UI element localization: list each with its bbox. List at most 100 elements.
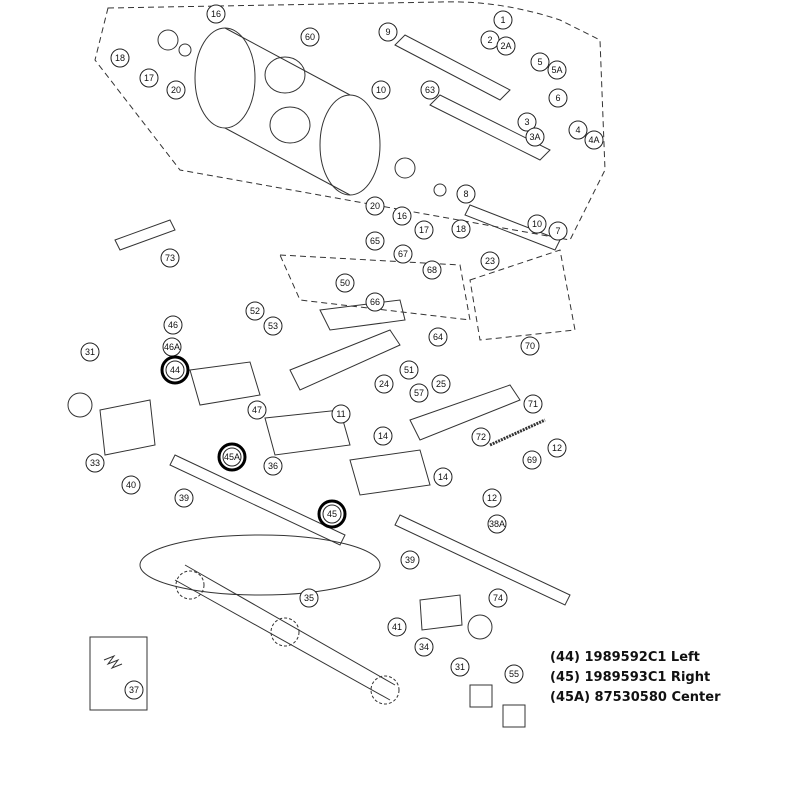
callout-5: 5 <box>530 52 550 72</box>
callout-label: 12 <box>487 493 497 503</box>
callout-64: 64 <box>428 327 448 347</box>
callout-circle <box>525 127 545 147</box>
callout-circle <box>504 664 524 684</box>
callout-label: 37 <box>129 685 139 695</box>
callout-circle <box>399 360 419 380</box>
callout-label: 69 <box>527 455 537 465</box>
callout-label: 66 <box>370 297 380 307</box>
callout-label: 50 <box>340 278 350 288</box>
callout-circle <box>487 514 507 534</box>
callout-circle <box>547 60 567 80</box>
callout-circle <box>520 336 540 356</box>
callout-6: 6 <box>548 88 568 108</box>
callout-label: 57 <box>414 388 424 398</box>
callout-circle <box>450 657 470 677</box>
callout-35: 35 <box>299 588 319 608</box>
callout-circle <box>568 120 588 140</box>
legend-line-45: (45) 1989593C1 Right <box>550 670 711 685</box>
callout-label: 73 <box>165 253 175 263</box>
callout-circle <box>365 196 385 216</box>
callout-circle <box>335 273 355 293</box>
callout-label: 3 <box>524 117 529 127</box>
callout-73: 73 <box>160 248 180 268</box>
callout-label: 39 <box>405 555 415 565</box>
callout-label: 33 <box>90 458 100 468</box>
callout-label: 31 <box>455 662 465 672</box>
callout-16: 16 <box>392 206 412 226</box>
callout-label: 5A <box>551 65 562 75</box>
callout-circle <box>414 220 434 240</box>
callout-circle <box>124 680 144 700</box>
callout-37: 37 <box>124 680 144 700</box>
callout-18: 18 <box>110 48 130 68</box>
callout-label: 4A <box>588 135 599 145</box>
callout-label: 12 <box>552 443 562 453</box>
callout-label: 2 <box>487 35 492 45</box>
callout-17: 17 <box>139 68 159 88</box>
callout-7: 7 <box>548 221 568 241</box>
callout-label: 71 <box>528 399 538 409</box>
callout-71: 71 <box>523 394 543 414</box>
callout-14: 14 <box>433 467 453 487</box>
callout-66: 66 <box>365 292 385 312</box>
callout-label: 17 <box>144 73 154 83</box>
callout-circle <box>85 453 105 473</box>
callout-circle <box>80 342 100 362</box>
callout-67: 67 <box>393 244 413 264</box>
callout-label: 40 <box>126 480 136 490</box>
callout-31: 31 <box>450 657 470 677</box>
callout-46a: 46A <box>162 337 182 357</box>
callout-circle <box>222 447 242 467</box>
callout-circle <box>263 456 283 476</box>
callout-label: 45 <box>327 509 337 519</box>
callout-circle <box>480 251 500 271</box>
highlight-ring <box>317 499 347 529</box>
callout-45a: 45A <box>217 442 247 472</box>
legend-line-44: (44) 1989592C1 Left <box>550 650 700 665</box>
callout-label: 64 <box>433 332 443 342</box>
callout-label: 14 <box>378 431 388 441</box>
callout-label: 72 <box>476 432 486 442</box>
callout-circle <box>482 488 502 508</box>
callout-circle <box>530 52 550 72</box>
callout-circle <box>263 316 283 336</box>
callout-circle <box>493 10 513 30</box>
callout-label: 34 <box>419 642 429 652</box>
callout-circle <box>139 68 159 88</box>
callout-label: 9 <box>385 27 390 37</box>
callout-circle <box>165 360 185 380</box>
callout-circle <box>121 475 141 495</box>
callout-label: 45A <box>224 452 240 462</box>
callout-label: 67 <box>398 249 408 259</box>
callout-label: 7 <box>555 226 560 236</box>
callout-label: 74 <box>493 593 503 603</box>
callout-70: 70 <box>520 336 540 356</box>
callout-circle <box>110 48 130 68</box>
callout-circle <box>527 214 547 234</box>
callout-circle <box>422 260 442 280</box>
callout-circle <box>378 22 398 42</box>
callout-label: 53 <box>268 321 278 331</box>
callout-4: 4 <box>568 120 588 140</box>
callout-circle <box>392 206 412 226</box>
callout-50: 50 <box>335 273 355 293</box>
callout-label: 68 <box>427 265 437 275</box>
callout-circle <box>548 88 568 108</box>
callout-label: 25 <box>436 379 446 389</box>
callout-3a: 3A <box>525 127 545 147</box>
callout-12: 12 <box>482 488 502 508</box>
callout-57: 57 <box>409 383 429 403</box>
callout-33: 33 <box>85 453 105 473</box>
callout-20: 20 <box>365 196 385 216</box>
callout-20: 20 <box>166 80 186 100</box>
callout-63: 63 <box>420 80 440 100</box>
callout-circle <box>299 588 319 608</box>
callout-circle <box>523 394 543 414</box>
callout-40: 40 <box>121 475 141 495</box>
callout-36: 36 <box>263 456 283 476</box>
callout-8: 8 <box>456 184 476 204</box>
callout-label: 1 <box>500 15 505 25</box>
callout-39: 39 <box>174 488 194 508</box>
callout-circle <box>428 327 448 347</box>
